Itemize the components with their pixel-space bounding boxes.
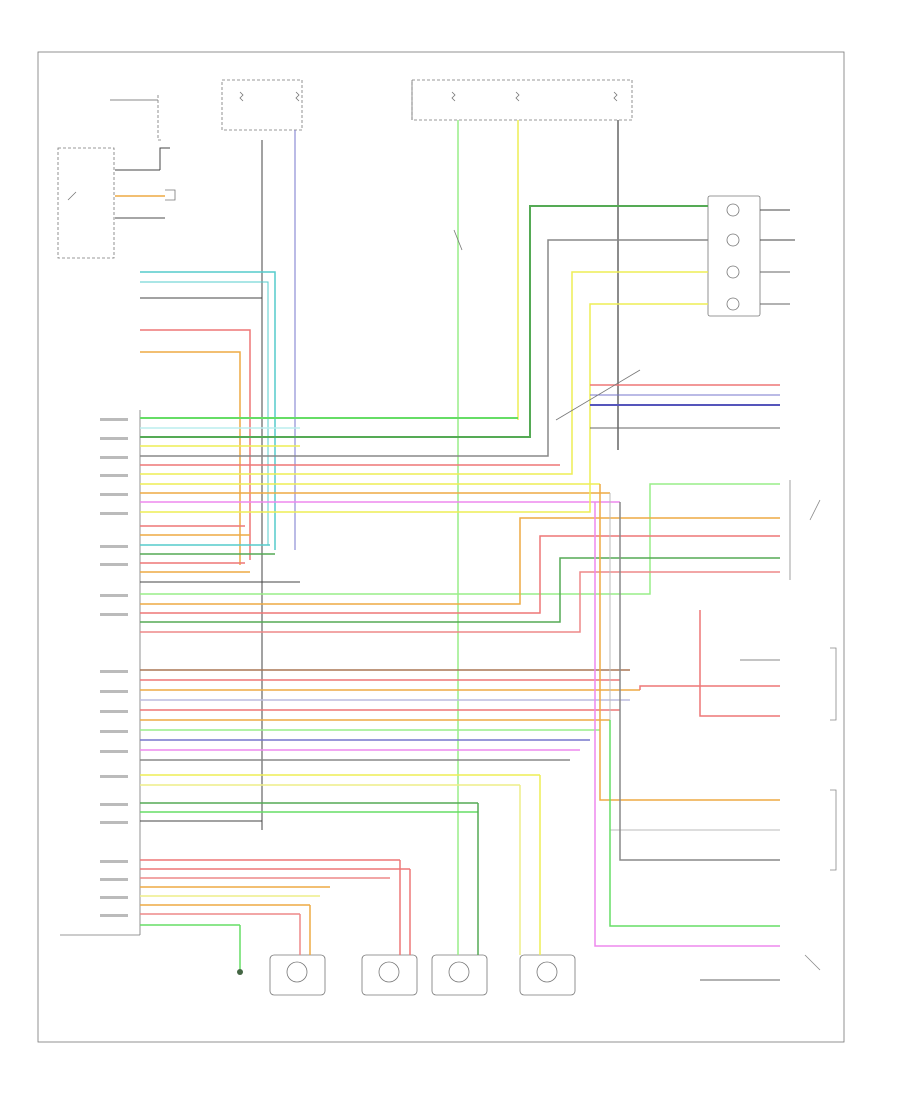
- relay-switch: [67, 191, 77, 201]
- relay-contact: [165, 189, 176, 201]
- pin-circle-4: [726, 297, 740, 311]
- module-wires: [140, 205, 780, 926]
- top-left-dash: [157, 95, 162, 141]
- brake-switch: [453, 229, 463, 251]
- pin-circle-3: [726, 265, 740, 279]
- pin-circle-1: [726, 203, 740, 217]
- fuse-box-left: [221, 79, 303, 131]
- power-distribution-box: [411, 79, 633, 121]
- right-components: [789, 480, 837, 971]
- wire-relay-1b: [159, 147, 170, 170]
- right-side-wires: [555, 369, 780, 981]
- sensor-wires: [237, 775, 541, 975]
- component-box-top-right: [707, 195, 761, 317]
- pin-label-ticks: [100, 418, 128, 917]
- fuse-symbols: [239, 91, 618, 102]
- wheel-sensors: [269, 954, 576, 996]
- relay-box-left: [57, 147, 115, 259]
- pin-circle-2: [726, 233, 740, 247]
- diagram-frame: [37, 51, 845, 1043]
